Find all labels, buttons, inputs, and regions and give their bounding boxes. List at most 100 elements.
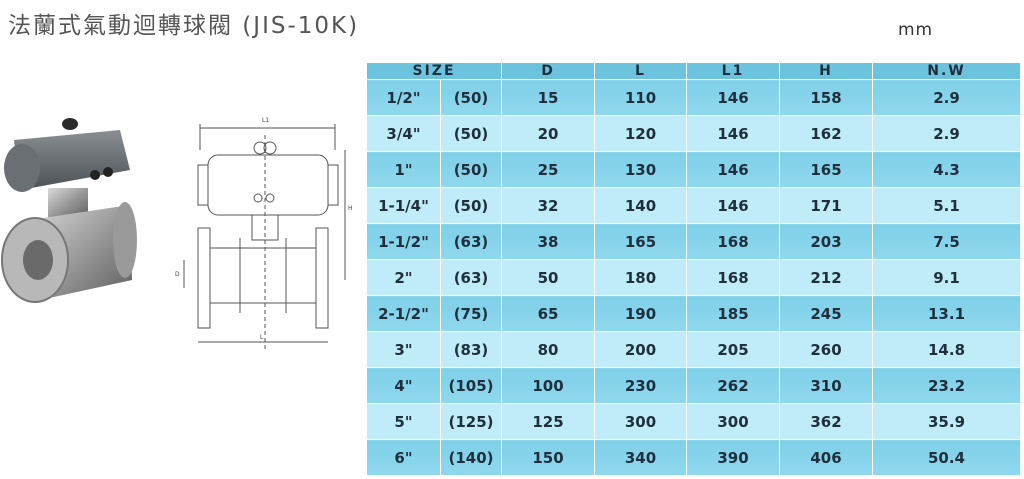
cell-size: 2-1/2" — [366, 295, 441, 332]
cell-h: 406 — [779, 439, 874, 476]
cell-code: (63) — [439, 223, 503, 260]
cell-l: 230 — [594, 367, 688, 404]
cell-l: 180 — [594, 259, 688, 296]
table-header-row: SIZE D L L1 H N.W — [365, 62, 1022, 80]
cell-l1: 390 — [686, 439, 781, 476]
cell-h: 212 — [779, 259, 874, 296]
cell-nw: 2.9 — [872, 79, 1022, 116]
cell-h: 245 — [779, 295, 874, 332]
cell-nw: 50.4 — [872, 439, 1022, 476]
cell-l1: 168 — [686, 259, 781, 296]
drawing-label-d: D — [175, 271, 180, 278]
cell-l: 190 — [594, 295, 688, 332]
cell-nw: 35.9 — [872, 403, 1022, 440]
cell-h: 162 — [779, 115, 874, 152]
cell-nw: 7.5 — [872, 223, 1022, 260]
drawing-label-h: H — [348, 205, 353, 212]
cell-h: 158 — [779, 79, 874, 116]
drawing-label-l: L — [260, 334, 264, 341]
cell-l: 300 — [594, 403, 688, 440]
cell-code: (50) — [439, 151, 503, 188]
cell-code: (140) — [439, 439, 503, 476]
header-h: H — [779, 62, 874, 80]
cell-l: 200 — [594, 331, 688, 368]
cell-d: 20 — [501, 115, 596, 152]
cell-nw: 14.8 — [872, 331, 1022, 368]
cell-h: 165 — [779, 151, 874, 188]
header-d: D — [501, 62, 596, 80]
cell-h: 362 — [779, 403, 874, 440]
cell-l1: 146 — [686, 115, 781, 152]
cell-l1: 168 — [686, 223, 781, 260]
cell-size: 6" — [366, 439, 441, 476]
header-l: L — [594, 62, 688, 80]
cell-size: 1" — [366, 151, 441, 188]
cell-l1: 300 — [686, 403, 781, 440]
drawing-label-l1: L1 — [262, 117, 269, 124]
cell-l: 140 — [594, 187, 688, 224]
cell-code: (63) — [439, 259, 503, 296]
cell-size: 4" — [366, 367, 441, 404]
cell-d: 125 — [501, 403, 596, 440]
cell-nw: 23.2 — [872, 367, 1022, 404]
cell-d: 38 — [501, 223, 596, 260]
cell-d: 32 — [501, 187, 596, 224]
valve-drawing: L1 H D L — [175, 117, 353, 350]
unit-label: mm — [898, 20, 934, 40]
cell-l: 130 — [594, 151, 688, 188]
cell-nw: 5.1 — [872, 187, 1022, 224]
cell-code: (83) — [439, 331, 503, 368]
cell-l: 110 — [594, 79, 688, 116]
cell-d: 50 — [501, 259, 596, 296]
cell-code: (50) — [439, 115, 503, 152]
cell-nw: 2.9 — [872, 115, 1022, 152]
header-size: SIZE — [365, 62, 503, 80]
cell-d: 15 — [501, 79, 596, 116]
cell-size: 1-1/4" — [366, 187, 441, 224]
cell-d: 80 — [501, 331, 596, 368]
cell-code: (125) — [439, 403, 503, 440]
cell-size: 1/2" — [366, 79, 441, 116]
cell-l1: 146 — [686, 151, 781, 188]
cell-l1: 185 — [686, 295, 781, 332]
cell-d: 25 — [501, 151, 596, 188]
cell-code: (50) — [439, 79, 503, 116]
header-l1: L1 — [686, 62, 781, 80]
cell-h: 260 — [779, 331, 874, 368]
cell-l1: 262 — [686, 367, 781, 404]
cell-size: 2" — [366, 259, 441, 296]
cell-l1: 146 — [686, 79, 781, 116]
cell-code: (50) — [439, 187, 503, 224]
valve-photo — [1, 118, 137, 303]
cell-size: 3" — [366, 331, 441, 368]
cell-h: 203 — [779, 223, 874, 260]
cell-nw: 9.1 — [872, 259, 1022, 296]
cell-l: 340 — [594, 439, 688, 476]
cell-d: 150 — [501, 439, 596, 476]
cell-l: 165 — [594, 223, 688, 260]
page-title: 法蘭式氣動迴轉球閥 (JIS-10K) — [8, 13, 360, 39]
header-nw: N.W — [872, 62, 1022, 80]
cell-l: 120 — [594, 115, 688, 152]
cell-nw: 13.1 — [872, 295, 1022, 332]
cell-size: 1-1/2" — [366, 223, 441, 260]
cell-h: 310 — [779, 367, 874, 404]
cell-l1: 146 — [686, 187, 781, 224]
cell-h: 171 — [779, 187, 874, 224]
cell-code: (75) — [439, 295, 503, 332]
cell-nw: 4.3 — [872, 151, 1022, 188]
cell-l1: 205 — [686, 331, 781, 368]
cell-d: 65 — [501, 295, 596, 332]
cell-d: 100 — [501, 367, 596, 404]
